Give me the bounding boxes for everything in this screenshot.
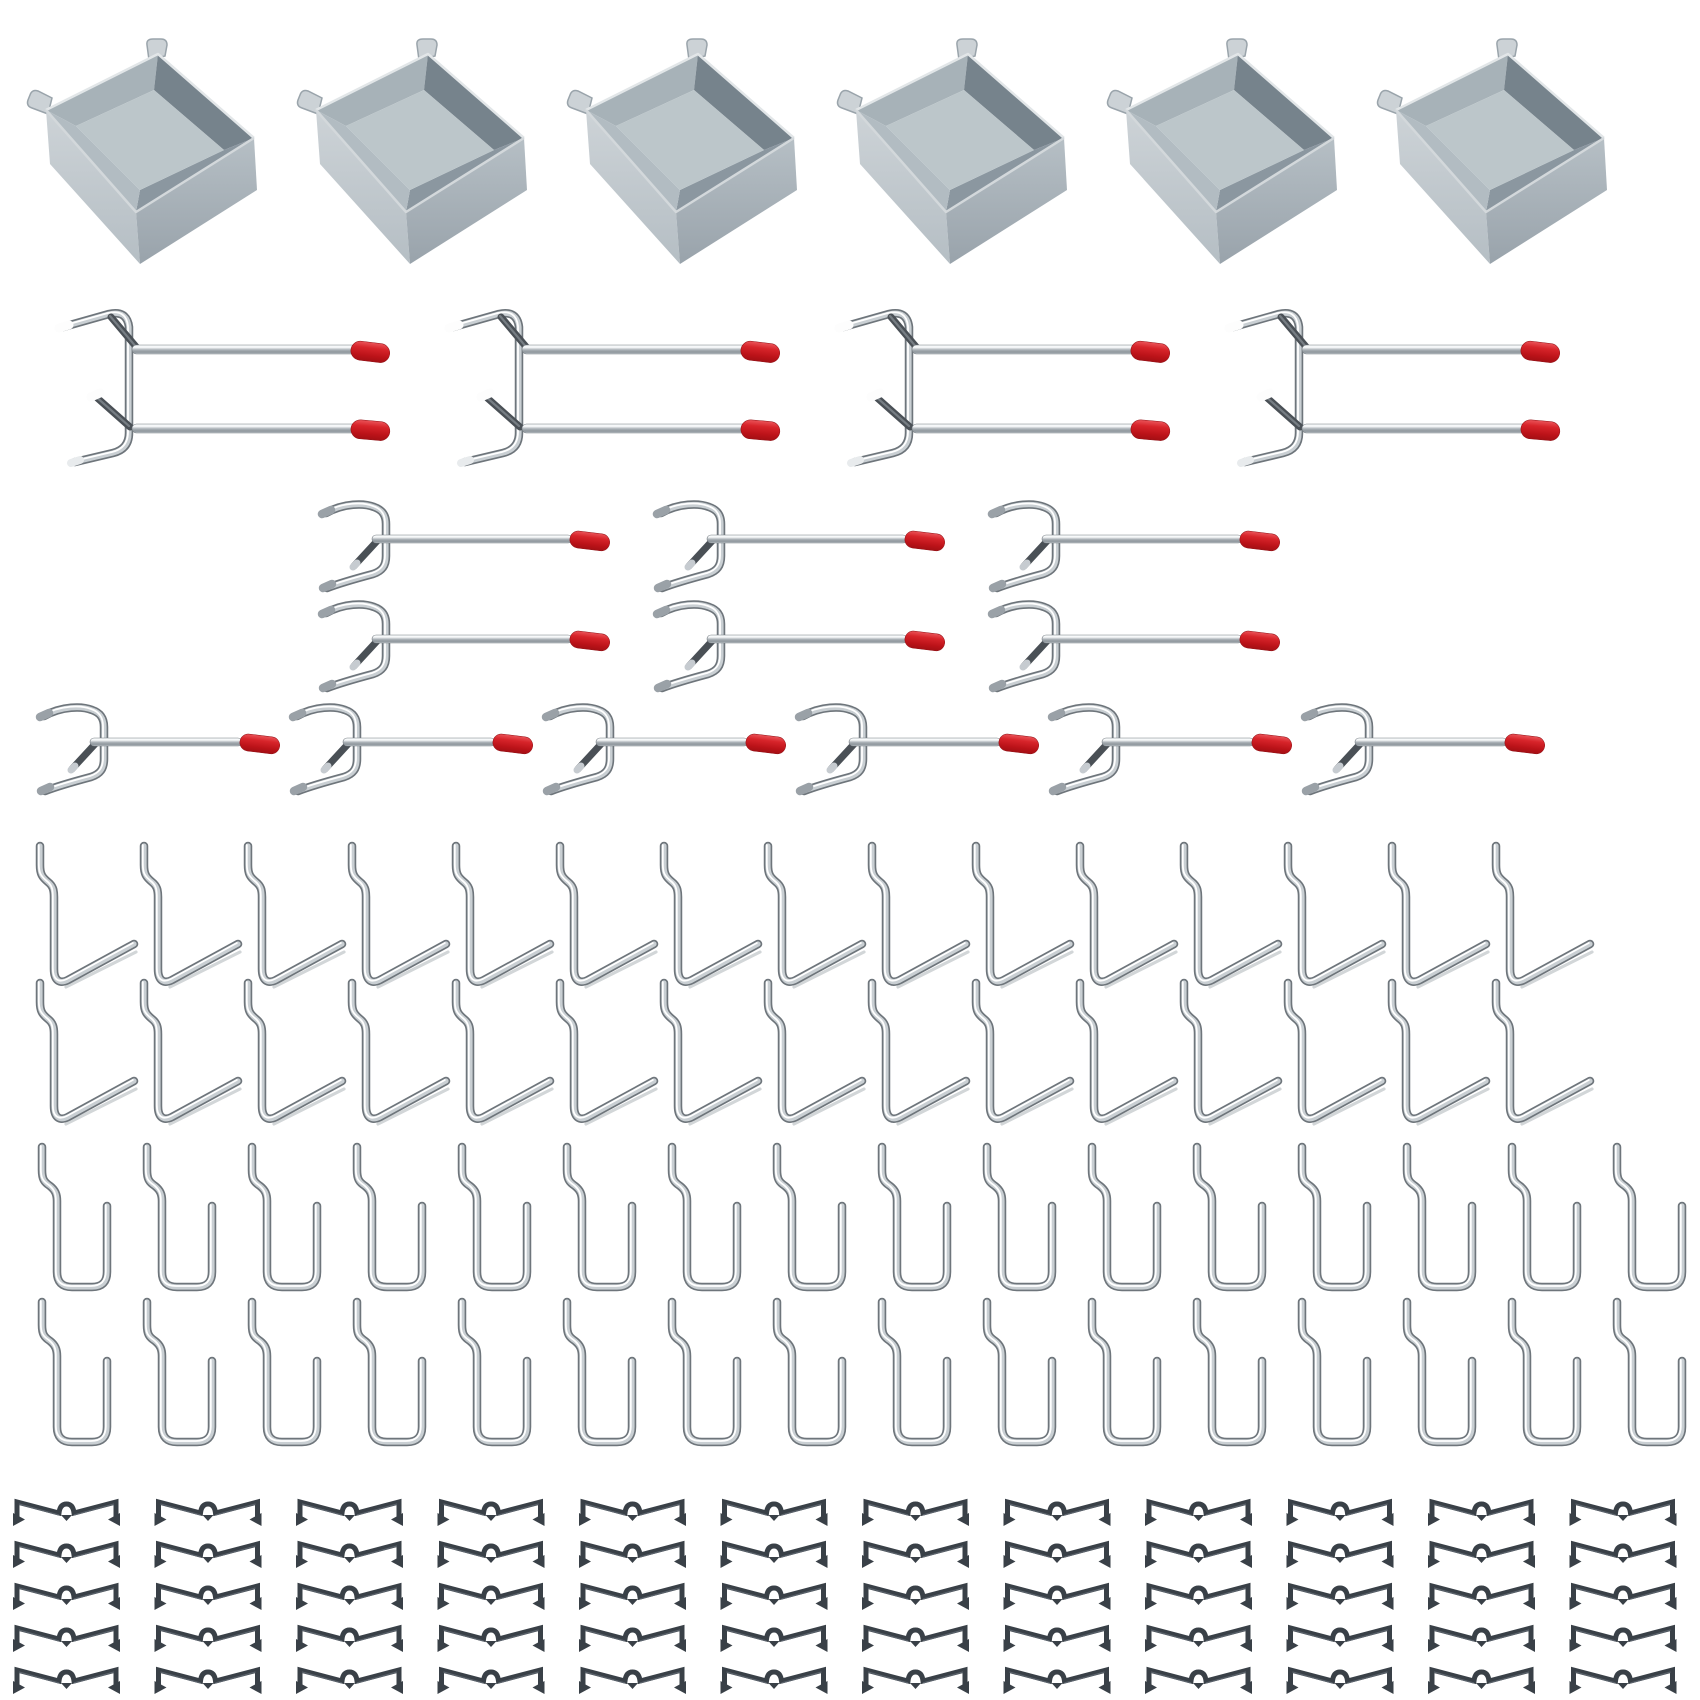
- j-shaped-peg-hook: [986, 1301, 1052, 1442]
- j-shaped-peg-hook: [461, 1301, 527, 1442]
- peg-lock-stack: [1428, 1502, 1535, 1694]
- l-shaped-peg-hook: [143, 982, 240, 1124]
- peg-lock-stack: [1570, 1502, 1677, 1694]
- j-shaped-peg-hook: [356, 1146, 422, 1287]
- l-shaped-peg-hook: [975, 845, 1072, 987]
- short-hook-red-tip: [546, 707, 787, 791]
- j-shaped-peg-hook: [1511, 1146, 1577, 1287]
- l-shaped-peg-hook: [1495, 845, 1592, 987]
- j-shaped-peg-hook: [146, 1301, 212, 1442]
- peg-lock-stack: [1004, 1502, 1111, 1694]
- single-hook-red-tip: [657, 604, 946, 688]
- j-shaped-peg-hook: [1301, 1146, 1367, 1287]
- j-shaped-peg-hook: [566, 1301, 632, 1442]
- peg-lock-stack: [1287, 1502, 1394, 1694]
- l-shaped-peg-hook: [39, 845, 136, 987]
- l-shaped-peg-hook: [1391, 982, 1488, 1124]
- l-shaped-peg-hook: [559, 982, 656, 1124]
- l-shaped-peg-hook: [871, 982, 968, 1124]
- l-shaped-peg-hook: [559, 845, 656, 987]
- j-shaped-peg-hook: [776, 1146, 842, 1287]
- peg-lock-stack: [862, 1502, 969, 1694]
- j-shaped-peg-hook: [881, 1301, 947, 1442]
- j-shaped-peg-hook: [671, 1146, 737, 1287]
- peg-lock-stack: [155, 1502, 262, 1694]
- l-shaped-peg-hook: [767, 845, 864, 987]
- short-hook-red-tip: [799, 707, 1040, 791]
- l-shaped-peg-hook: [767, 982, 864, 1124]
- single-hook-red-tip: [657, 504, 946, 588]
- pegboard-bin: [1106, 37, 1339, 266]
- j-shaped-peg-hook: [1091, 1301, 1157, 1442]
- j-shaped-peg-hook: [1091, 1146, 1157, 1287]
- single-hook-red-tip: [322, 604, 611, 688]
- l-shaped-peg-hook: [1183, 845, 1280, 987]
- l-shaped-peg-hook: [247, 982, 344, 1124]
- pegboard-bin: [566, 37, 799, 266]
- l-shaped-peg-hook: [143, 845, 240, 987]
- j-shaped-peg-hook: [41, 1301, 107, 1442]
- l-shaped-peg-hook: [351, 845, 448, 987]
- single-hook-red-tip: [322, 504, 611, 588]
- j-shaped-peg-hook: [356, 1301, 422, 1442]
- j-shaped-peg-hook: [881, 1146, 947, 1287]
- j-shaped-peg-hook: [1616, 1301, 1682, 1442]
- pegboard-bin: [1376, 37, 1609, 266]
- j-shaped-peg-hook: [1406, 1301, 1472, 1442]
- j-shaped-peg-hook: [146, 1146, 212, 1287]
- l-shaped-peg-hook: [1287, 982, 1384, 1124]
- pegboard-bin: [836, 37, 1069, 266]
- j-shaped-peg-hook: [41, 1146, 107, 1287]
- l-shaped-peg-hook: [663, 845, 760, 987]
- j-shaped-peg-hook: [1301, 1301, 1367, 1442]
- l-shaped-peg-hook: [1287, 845, 1384, 987]
- l-shaped-peg-hook: [1495, 982, 1592, 1124]
- double-hook-red-tip: [59, 312, 391, 463]
- peg-lock-stack: [1145, 1502, 1252, 1694]
- l-shaped-peg-hook: [247, 845, 344, 987]
- l-shaped-peg-hook: [1079, 982, 1176, 1124]
- j-shaped-peg-hook: [986, 1146, 1052, 1287]
- l-shaped-peg-hook: [351, 982, 448, 1124]
- j-shaped-peg-hook: [461, 1146, 527, 1287]
- peg-lock-stack: [438, 1502, 545, 1694]
- short-hook-red-tip: [293, 707, 534, 791]
- j-shaped-peg-hook: [1196, 1301, 1262, 1442]
- items-layer: [13, 37, 1682, 1694]
- j-shaped-peg-hook: [1406, 1146, 1472, 1287]
- j-shaped-peg-hook: [1616, 1146, 1682, 1287]
- double-hook-red-tip: [1229, 312, 1561, 463]
- peg-lock-stack: [296, 1502, 403, 1694]
- peg-lock-stack: [579, 1502, 686, 1694]
- peg-lock-stack: [721, 1502, 828, 1694]
- l-shaped-peg-hook: [455, 845, 552, 987]
- double-hook-red-tip: [839, 312, 1171, 463]
- l-shaped-peg-hook: [871, 845, 968, 987]
- l-shaped-peg-hook: [39, 982, 136, 1124]
- l-shaped-peg-hook: [1183, 982, 1280, 1124]
- j-shaped-peg-hook: [671, 1301, 737, 1442]
- l-shaped-peg-hook: [455, 982, 552, 1124]
- j-shaped-peg-hook: [566, 1146, 632, 1287]
- j-shaped-peg-hook: [1511, 1301, 1577, 1442]
- short-hook-red-tip: [40, 707, 281, 791]
- short-hook-red-tip: [1052, 707, 1293, 791]
- single-hook-red-tip: [992, 504, 1281, 588]
- j-shaped-peg-hook: [251, 1301, 317, 1442]
- peg-lock-stack: [13, 1502, 120, 1694]
- short-hook-red-tip: [1305, 707, 1546, 791]
- pegboard-bin: [296, 37, 529, 266]
- l-shaped-peg-hook: [1079, 845, 1176, 987]
- l-shaped-peg-hook: [663, 982, 760, 1124]
- l-shaped-peg-hook: [1391, 845, 1488, 987]
- j-shaped-peg-hook: [1196, 1146, 1262, 1287]
- l-shaped-peg-hook: [975, 982, 1072, 1124]
- single-hook-red-tip: [992, 604, 1281, 688]
- j-shaped-peg-hook: [251, 1146, 317, 1287]
- pegboard-bin: [26, 37, 259, 266]
- double-hook-red-tip: [449, 312, 781, 463]
- j-shaped-peg-hook: [776, 1301, 842, 1442]
